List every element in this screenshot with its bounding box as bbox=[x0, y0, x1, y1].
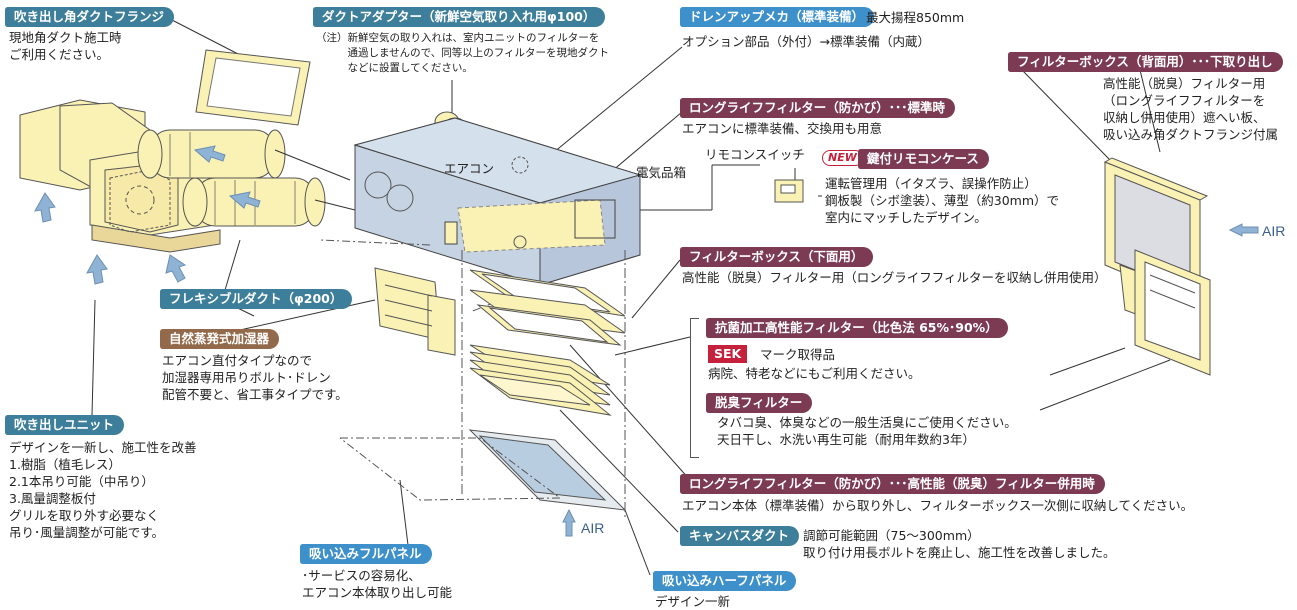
airflow-arrows bbox=[34, 145, 261, 285]
text-filterbox-back: 高性能（脱臭）フィルター用 （ロングライフフィルターを 収納し併用使用）遮へい板… bbox=[1103, 76, 1279, 142]
text-drain: オプション部品（外付）→標準装備（内蔵） bbox=[682, 34, 930, 49]
air-arrow-left bbox=[1228, 223, 1259, 237]
text-sek: マーク取得品 bbox=[760, 347, 836, 362]
text-drain-head: 最大揚程850mm bbox=[866, 10, 965, 25]
text-long-life-combo: エアコン本体（標準装備）から取り外し、フィルターボックス一次側に収納してください… bbox=[682, 498, 1194, 513]
label-filterbox-back: フィルターボックス（背面用）･･･下取り出し bbox=[1008, 52, 1283, 72]
air-arrow-up bbox=[562, 508, 576, 537]
label-half-panel: 吸い込みハーフパネル bbox=[653, 571, 797, 591]
flange-frame-part bbox=[195, 49, 311, 126]
label-remote-case: 鍵付リモコンケース bbox=[858, 149, 989, 169]
label-outlet-unit: 吹き出しユニット bbox=[5, 415, 125, 435]
text-remote-switch: リモコンスイッチ bbox=[705, 147, 805, 162]
text-humidifier: エアコン直付タイプなので 加湿器専用吊りボルト･ドレン 配管不要と、省工事タイプ… bbox=[162, 353, 348, 402]
label-flex-duct: フレキシブルダクト（φ200） bbox=[160, 289, 353, 309]
new-badge-icon: NEW bbox=[822, 150, 863, 166]
label-full-panel: 吸い込みフルパネル bbox=[300, 544, 432, 564]
label-antibacterial: 抗菌加工高性能フィルター（比色法 65%･90%） bbox=[706, 318, 1008, 338]
text-canvas-duct: 調節可能範囲（75～300mm） 取り付け用長ボルトを廃止し、施工性を改善しまし… bbox=[803, 528, 1116, 560]
air-label-bottom: AIR bbox=[581, 520, 605, 536]
text-outlet-unit: デザインを一新し、施工性を改善 1.樹脂（植毛レス） 2.1本吊り可能（中吊り）… bbox=[9, 440, 197, 540]
text-electrical-box: 電気品箱 bbox=[636, 165, 687, 180]
label-duct-adapter: ダクトアダプター（新鮮空気取り入れ用φ100） bbox=[313, 7, 606, 27]
text-flange: 現地角ダクト施工時 ご利用ください。 bbox=[9, 30, 122, 62]
filter-bracket bbox=[690, 318, 699, 458]
text-full-panel: ･サービスの容易化、 エアコン本体取り出し可能 bbox=[302, 568, 453, 600]
label-flange: 吹き出し角ダクトフランジ bbox=[5, 7, 175, 27]
text-aircon: エアコン bbox=[444, 161, 495, 176]
label-drain-up: ドレンアップメカ（標準装備） bbox=[680, 7, 875, 27]
text-half-panel: デザイン一新 bbox=[655, 594, 731, 609]
text-adapter-note: （注）新鮮空気の取り入れは、室内ユニットのフィルターを 通過しませんので、同等以… bbox=[316, 32, 610, 74]
text-deodor: タバコ臭、体臭などの一般生活臭にご使用ください。 天日干し、水洗い再生可能（耐用… bbox=[717, 415, 1017, 447]
label-canvas-duct: キャンバスダクト bbox=[680, 526, 800, 546]
text-filterbox-bottom: 高性能（脱臭）フィルター用（ロングライフフィルターを収納し併用使用） bbox=[682, 270, 1107, 285]
label-long-life-combo: ロングライフフィルター（防かび）･･･高性能（脱臭）フィルター併用時 bbox=[680, 474, 1105, 494]
text-remote-case: 運転管理用（イタズラ、誤操作防止） 鋼板製（シボ塗装）、薄型（約30mm）で 室… bbox=[825, 176, 1060, 225]
text-long-life-std: エアコンに標準装備、交換用も用意 bbox=[682, 121, 883, 136]
label-humidifier: 自然蒸発式加湿器 bbox=[160, 329, 280, 349]
text-antibacterial: 病院、特老などにもご利用ください。 bbox=[708, 366, 921, 381]
air-label-right: AIR bbox=[1262, 223, 1286, 239]
label-filterbox-bottom: フィルターボックス（下面用） bbox=[680, 247, 874, 267]
sek-badge: SEK bbox=[708, 345, 748, 363]
label-deodor: 脱臭フィルター bbox=[706, 393, 813, 413]
label-long-life-std: ロングライフフィルター（防かび）･･･標準時 bbox=[680, 98, 956, 118]
